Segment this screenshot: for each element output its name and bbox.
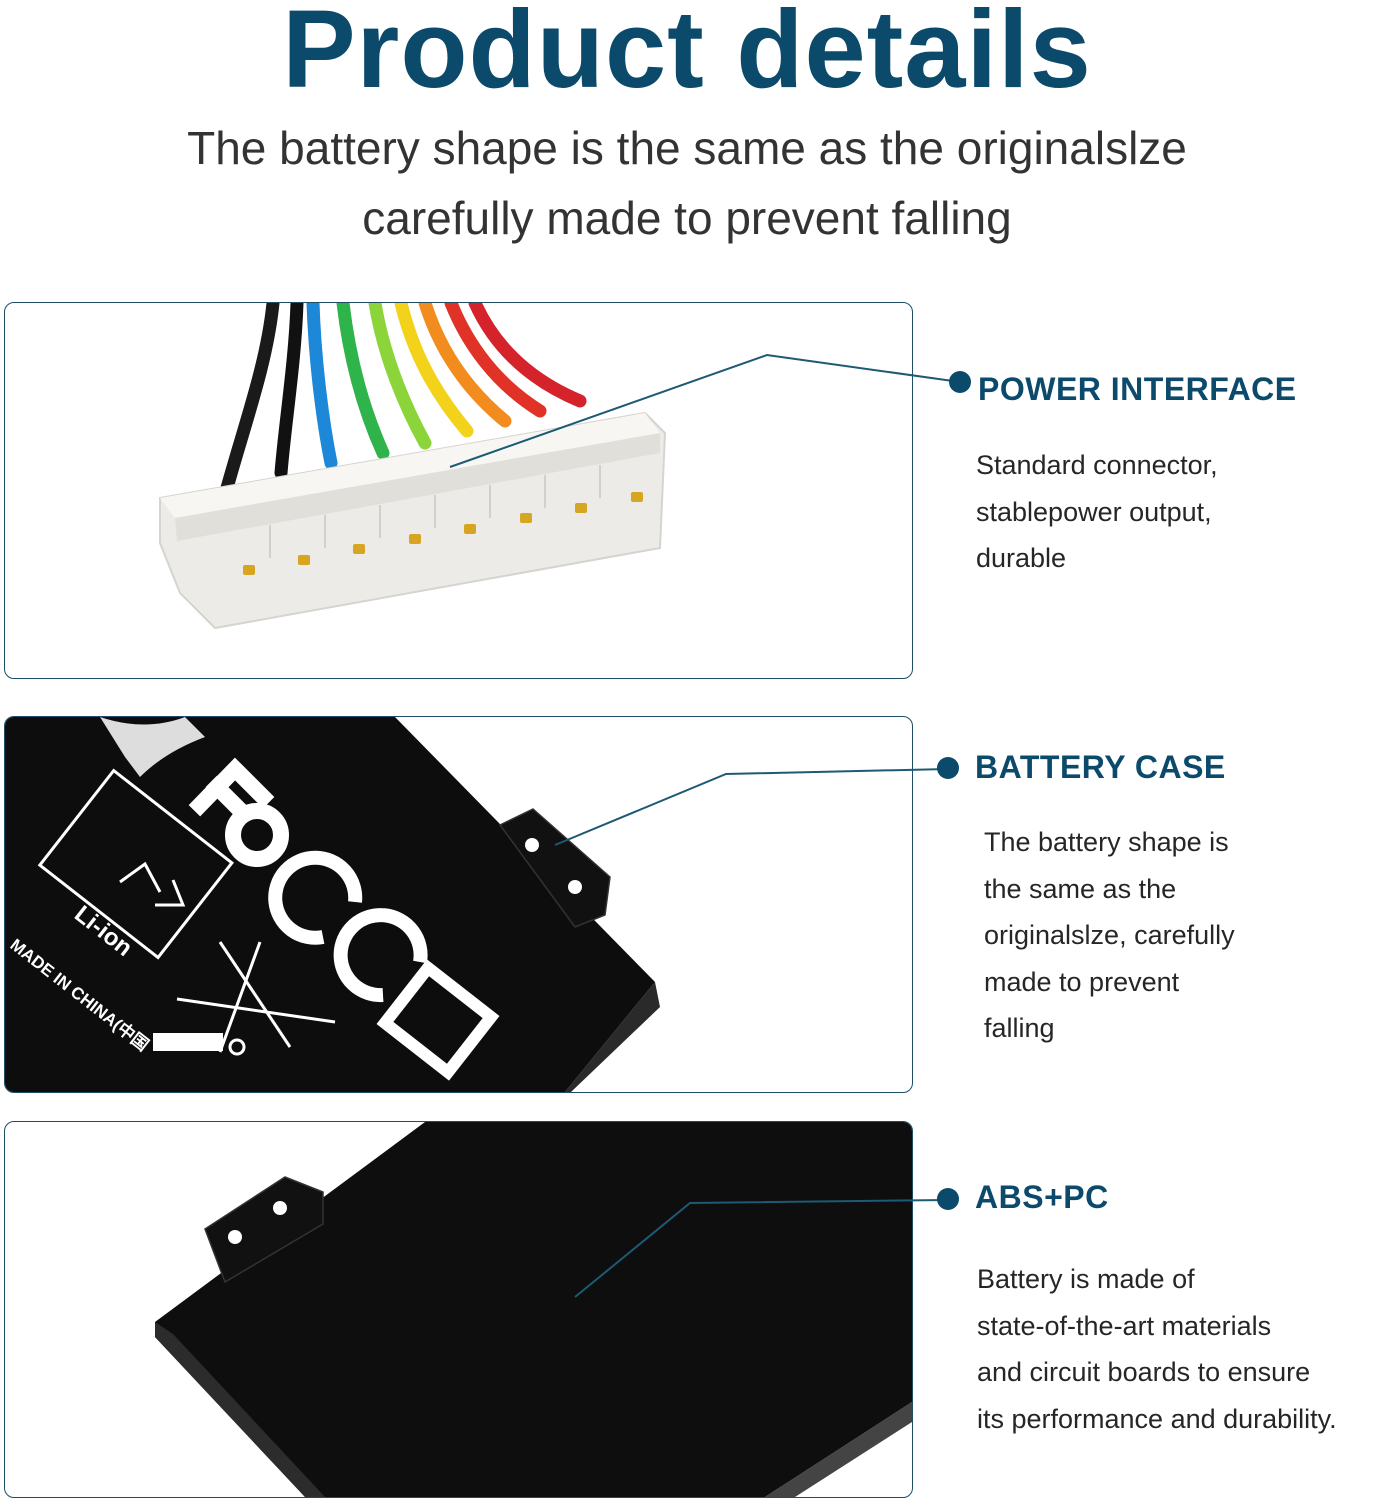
battery-case-image-panel: Li-ion MADE IN CHINA(中国 [4,716,913,1093]
page-title: Product details [282,0,1092,111]
subtitle-line-1: The battery shape is the same as the ori… [187,122,1187,174]
feature-dot-3 [937,1188,959,1210]
battery-case-description: The battery shape is the same as the ori… [984,827,1235,1043]
power-interface-description: Standard connector, stablepower output, … [976,450,1218,573]
battery-case-illustration: Li-ion MADE IN CHINA(中国 [5,717,660,1092]
battery-case-title: BATTERY CASE [975,749,1226,785]
connector-image-panel [4,302,913,679]
abs-pc-title: ABS+PC [975,1179,1109,1215]
abs-pc-description: Battery is made of state-of-the-art mate… [977,1264,1337,1434]
subtitle-line-2: carefully made to prevent falling [362,192,1012,244]
feature-dot-1 [949,371,971,393]
abs-pc-image-panel [4,1121,913,1498]
feature-dot-2 [937,757,959,779]
power-interface-title: POWER INTERFACE [978,371,1297,407]
battery-shell-illustration [155,1122,912,1497]
connector-illustration [159,303,667,630]
